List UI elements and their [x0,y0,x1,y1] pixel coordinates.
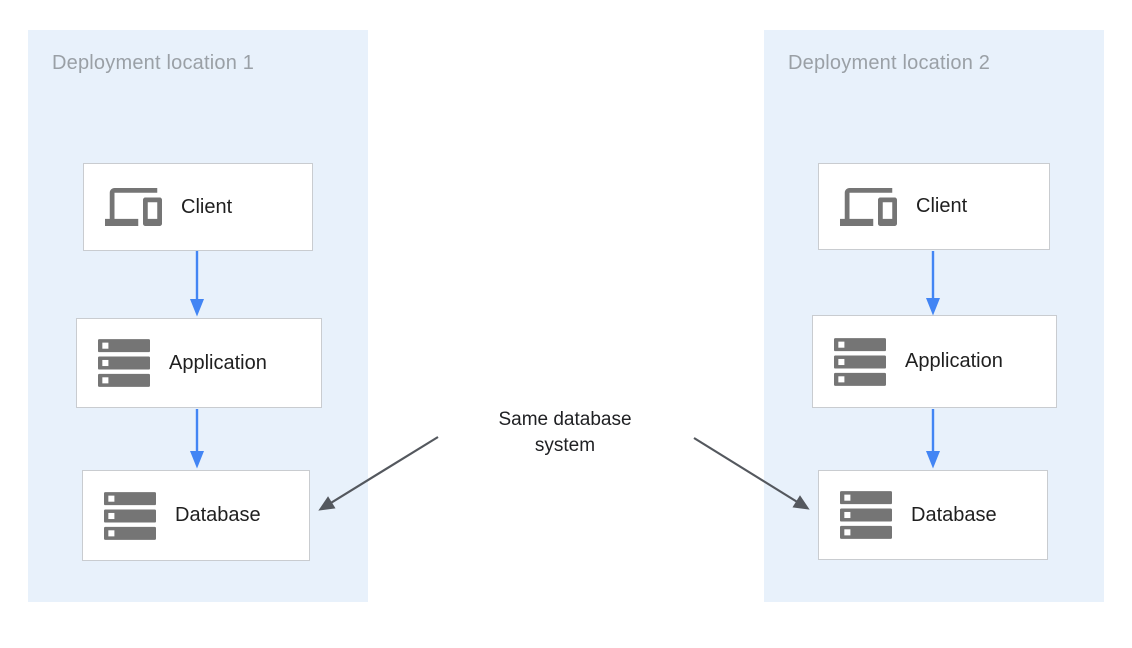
server-stack-icon [98,339,150,387]
region-title: Deployment location 1 [52,52,255,74]
region-title: Deployment location 2 [788,52,991,74]
application-node-location-1: Application [76,318,322,408]
node-label: Application [905,350,1003,372]
devices-icon [105,188,162,226]
node-label: Database [911,503,997,526]
devices-icon [840,187,897,226]
client-node-location-1: Client [83,163,313,251]
annotation-text: Same database system [498,409,632,456]
database-node-location-2: Database [818,470,1048,560]
node-label: Application [169,351,267,374]
application-node-location-2: Application [812,315,1057,408]
server-stack-icon [834,337,886,386]
client-node-location-2: Client [818,163,1050,250]
node-label: Client [916,195,968,217]
node-label: Database [175,504,261,526]
database-node-location-1: Database [82,470,310,561]
node-label: Client [181,195,233,218]
server-stack-icon [104,491,156,540]
server-stack-icon [840,491,892,539]
